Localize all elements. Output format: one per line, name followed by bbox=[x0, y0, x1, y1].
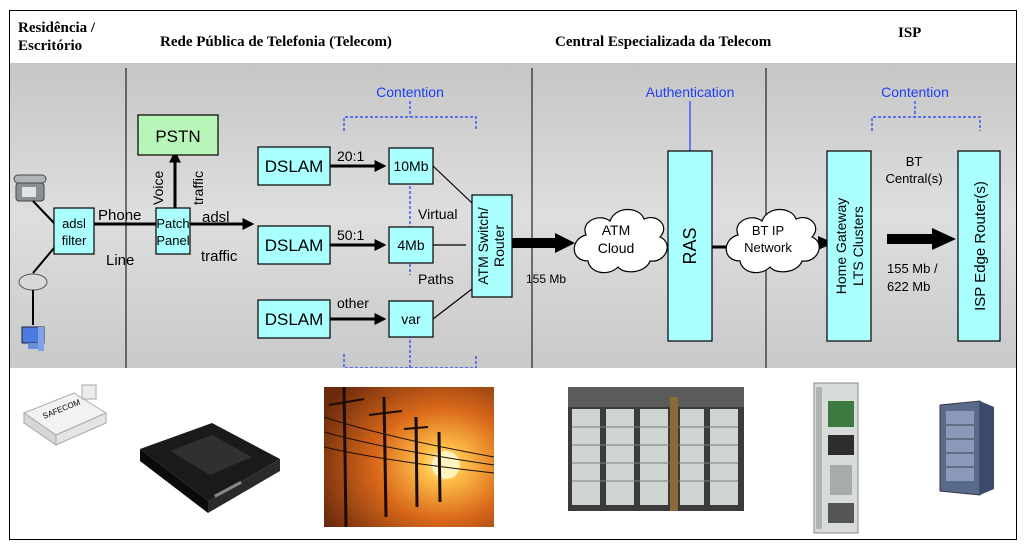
thick-arrow-isp bbox=[887, 228, 956, 250]
ras-box bbox=[667, 150, 713, 342]
adsl-modem-photo bbox=[140, 423, 280, 513]
dslam-box-2 bbox=[257, 225, 331, 265]
thick-arrow-atm bbox=[510, 233, 575, 253]
dslam-label-3: DSLAM bbox=[265, 310, 324, 329]
router-card-photo bbox=[813, 382, 859, 534]
server-rack-photo bbox=[939, 400, 994, 496]
isp-speed-label-2: 622 Mb bbox=[887, 279, 930, 294]
dslam-label-1: DSLAM bbox=[265, 157, 324, 176]
authentication-label: Authentication bbox=[646, 84, 735, 100]
atm-cloud-label-1: ATM bbox=[602, 222, 631, 238]
bt-central-label-1: BT bbox=[906, 154, 923, 169]
voice-label: Voice bbox=[150, 171, 166, 205]
atm-cloud-label-2: Cloud bbox=[598, 240, 635, 256]
traffic-pstn-label: traffic bbox=[190, 171, 206, 205]
telephone-icon bbox=[13, 174, 47, 202]
line-label: Line bbox=[106, 252, 134, 269]
rate-label-var: var bbox=[401, 311, 421, 327]
phone-label: Phone bbox=[98, 207, 141, 224]
patch-panel-label-2: Panel bbox=[156, 233, 189, 248]
atm-cloud-shape bbox=[573, 208, 668, 274]
adsl-label: adsl bbox=[202, 209, 230, 226]
patch-panel-box bbox=[155, 207, 191, 255]
patch-panel-label-1: Patch bbox=[156, 216, 189, 231]
home-gateway-label-1: Home Gateway bbox=[833, 198, 849, 294]
diagram-frame: Residência / Escritório Rede Pública de … bbox=[9, 10, 1017, 540]
bt-ip-label-1: BT IP bbox=[752, 223, 784, 238]
home-gateway-box bbox=[826, 150, 872, 342]
header-isp: ISP bbox=[898, 25, 922, 41]
contention-label-right: Contention bbox=[881, 84, 949, 100]
dslam-box-3 bbox=[257, 299, 331, 339]
telephone-poles-sunset-photo bbox=[324, 387, 494, 527]
rate-box-4mb bbox=[388, 226, 434, 264]
rate-box-10mb bbox=[388, 147, 434, 185]
adsl-filter-label-1: adsl bbox=[62, 216, 86, 231]
speed-label: 155 Mb bbox=[526, 272, 566, 286]
rate-box-var bbox=[388, 300, 434, 338]
network-diagram: Contention Authentication Contention bbox=[10, 63, 1016, 368]
adsl-filter-photo: SAFECOM bbox=[22, 384, 108, 446]
paths-label: Paths bbox=[418, 271, 454, 287]
rate-to-switch-lines bbox=[432, 165, 473, 320]
ras-label: RAS bbox=[680, 227, 700, 264]
isp-edge-box bbox=[957, 150, 1001, 342]
telecom-exchange-racks-photo bbox=[568, 387, 744, 511]
pstn-box bbox=[137, 114, 219, 156]
bt-central-label-2: Central(s) bbox=[885, 171, 942, 186]
modem-icon bbox=[18, 273, 48, 291]
adsl-filter-label-2: filter bbox=[62, 233, 87, 248]
header-public-network: Rede Pública de Telefonia (Telecom) bbox=[160, 34, 392, 50]
header-residence: Residência / Escritório bbox=[18, 20, 96, 54]
dslam-box-1 bbox=[257, 146, 331, 186]
header-central: Central Especializada da Telecom bbox=[555, 34, 772, 50]
adsl-filter-box bbox=[53, 207, 95, 255]
computer-icon bbox=[21, 326, 45, 351]
contention-brackets bbox=[343, 101, 981, 368]
isp-edge-label: ISP Edge Router(s) bbox=[972, 181, 989, 311]
rate-label-4mb: 4Mb bbox=[397, 237, 424, 253]
atm-switch-label-1: ATM Switch/ bbox=[475, 207, 491, 285]
contention-label-left: Contention bbox=[376, 84, 444, 100]
bt-ip-cloud-shape bbox=[725, 208, 820, 274]
atm-switch-label-2: Router bbox=[491, 225, 507, 267]
traffic-label: traffic bbox=[201, 248, 238, 265]
boxes bbox=[53, 114, 1001, 342]
rate-label-10mb: 10Mb bbox=[393, 158, 428, 174]
ratio-other: other bbox=[337, 295, 369, 311]
pstn-label: PSTN bbox=[155, 127, 200, 146]
dslam-label-2: DSLAM bbox=[265, 236, 324, 255]
home-gateway-label-2: LTS Clusters bbox=[850, 206, 866, 286]
ratio-20-1: 20:1 bbox=[337, 148, 364, 164]
isp-speed-label-1: 155 Mb / bbox=[887, 261, 938, 276]
ratio-50-1: 50:1 bbox=[337, 227, 364, 243]
virtual-label: Virtual bbox=[418, 206, 457, 222]
link-lines bbox=[94, 150, 732, 325]
atm-switch-box bbox=[471, 194, 513, 298]
bt-ip-label-2: Network bbox=[744, 240, 792, 255]
residence-wiring bbox=[32, 200, 55, 325]
